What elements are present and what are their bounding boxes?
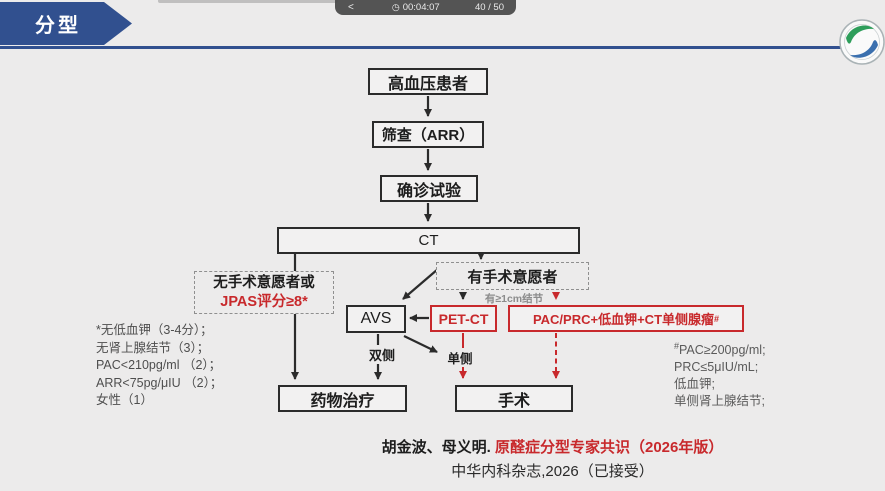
node-label: 筛查（ARR） xyxy=(381,127,475,144)
timer: ◷ 00:04:07 xyxy=(392,2,440,13)
node-label: AVS xyxy=(360,310,392,327)
node-pet-ct: PET-CT xyxy=(430,305,497,332)
node-hypertension-patient: 高血压患者 xyxy=(368,68,488,95)
node-label-sup: # xyxy=(714,313,720,324)
note-line: 低血钾; xyxy=(674,377,715,392)
node-no-surgery-willing: 无手术意愿者或 JPAS评分≥8* xyxy=(194,271,334,314)
note-line: *无低血钾（3-4分）； xyxy=(96,323,213,337)
node-confirmatory-test: 确诊试验 xyxy=(380,175,478,202)
hospital-logo xyxy=(833,17,885,67)
node-label-line1: 无手术意愿者或 xyxy=(213,274,315,291)
node-label: PET-CT xyxy=(438,310,489,327)
node-label: 确诊试验 xyxy=(396,182,461,200)
node-label: 高血压患者 xyxy=(387,75,468,93)
citation-line1: 胡金波、母义明. 原醛症分型专家共识（2026年版） xyxy=(220,436,885,457)
label-bilateral: 双侧 xyxy=(363,345,401,364)
node-screening-arr: 筛查（ARR） xyxy=(372,121,484,148)
clock-icon: ◷ xyxy=(391,2,400,12)
node-medication: 药物治疗 xyxy=(278,385,407,412)
note-line: 单侧肾上腺结节; xyxy=(674,394,765,409)
presenter-toolbar: < ◷ 00:04:07 40 / 50 xyxy=(335,0,516,15)
citation-line2: 中华内科杂志,2026（已接受） xyxy=(451,463,654,480)
node-label: PAC/PRC+低血钾+CT单侧腺瘤 xyxy=(532,312,715,327)
note-line: 女性（1） xyxy=(96,393,153,407)
label-unilateral: 单侧 xyxy=(443,348,477,367)
node-label: 手术 xyxy=(497,392,530,410)
note-line: PAC<210pg/ml （2）； xyxy=(96,358,222,372)
note-line: #PAC≥200pg/ml; xyxy=(674,341,766,358)
citation: 胡金波、母义明. 原醛症分型专家共识（2026年版） 中华内科杂志,2026（已… xyxy=(220,436,885,481)
node-label: 有手术意愿者 xyxy=(467,268,558,286)
node-avs: AVS xyxy=(346,305,406,333)
citation-title: 原醛症分型专家共识（2026年版） xyxy=(494,439,724,456)
timer-value: 00:04:07 xyxy=(402,2,440,13)
node-ct: CT xyxy=(277,227,580,254)
jpas-score-note: *无低血钾（3-4分）； 无肾上腺结节（3）； PAC<210pg/ml （2）… xyxy=(96,322,222,410)
header-divider xyxy=(0,46,846,49)
note-line: ARR<75pg/μIU （2）； xyxy=(96,375,223,390)
node-label-line2: JPAS评分≥8* xyxy=(220,293,308,310)
note-line: PRC≤5μIU/mL; xyxy=(674,360,759,375)
back-chevron-icon[interactable]: < xyxy=(348,2,354,13)
node-surgery: 手术 xyxy=(455,385,573,412)
label-nodule-condition: 有≥1cm结节 xyxy=(484,293,544,305)
note-sup: # xyxy=(674,341,680,351)
node-label: 药物治疗 xyxy=(310,392,375,410)
node-pac-prc-criteria: PAC/PRC+低血钾+CT单侧腺瘤# xyxy=(508,305,744,332)
note-line: 无肾上腺结节（3）； xyxy=(96,340,210,355)
section-title: 分型 xyxy=(35,15,81,37)
slide-counter: 40 / 50 xyxy=(474,2,504,13)
citation-authors: 胡金波、母义明. xyxy=(381,439,495,456)
pac-criteria-note: #PAC≥200pg/ml; PRC≤5μIU/mL; 低血钾; 单侧肾上腺结节… xyxy=(674,338,766,410)
node-label: CT xyxy=(418,232,439,249)
node-surgery-willing: 有手术意愿者 xyxy=(436,262,589,290)
section-banner: 分型 xyxy=(0,2,132,45)
top-shadow-bar xyxy=(158,0,338,3)
hospital-logo-icon xyxy=(839,19,885,65)
